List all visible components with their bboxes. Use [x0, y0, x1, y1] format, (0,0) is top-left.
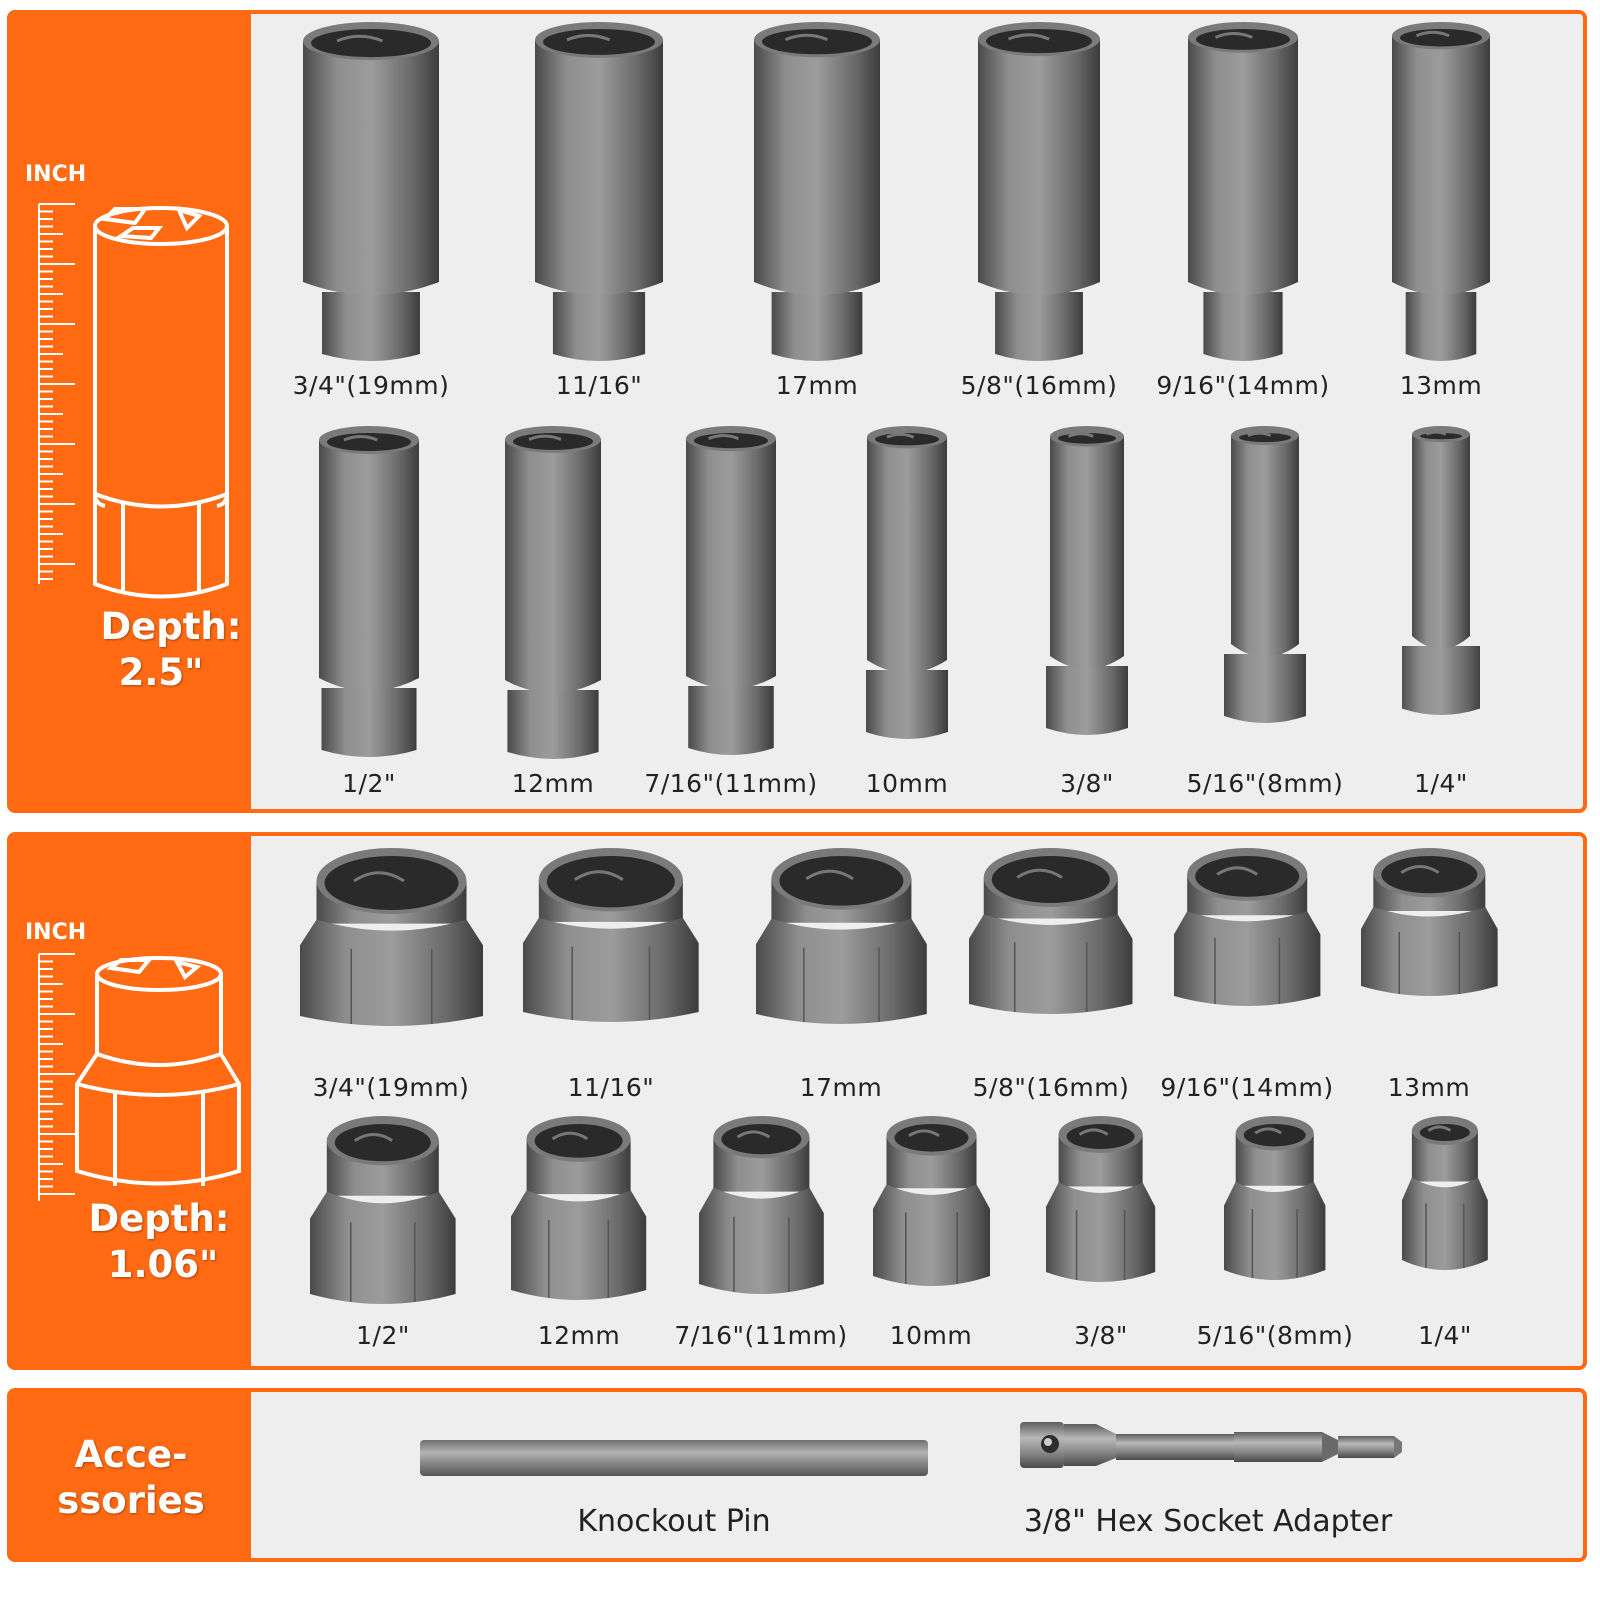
long-socket-5	[1188, 22, 1298, 361]
long-socket-panel: INCH Depth: 2.5" 3/4"(19mm) 11/16" 17mm 5/8…	[7, 10, 1587, 813]
size-label: 13mm	[1387, 1073, 1471, 1102]
size-label: 7/16"(11mm)	[644, 769, 818, 798]
short-socket-2	[523, 848, 699, 1022]
long-ruler-icon	[38, 203, 229, 599]
short-socket-3	[755, 848, 927, 1024]
short-socket-9	[698, 1116, 824, 1294]
size-label: 11/16"	[567, 1073, 655, 1102]
size-label: 10mm	[865, 769, 949, 798]
size-label: 5/8"(16mm)	[960, 371, 1118, 400]
short-depth-value: 1.06"	[107, 1243, 219, 1286]
short-socket-5	[1173, 848, 1321, 1006]
knockout-pin-label: Knockout Pin	[577, 1504, 771, 1539]
size-label: 1/2"	[356, 1321, 410, 1350]
long-socket-12	[1224, 426, 1306, 723]
knockout-pin-icon	[420, 1440, 928, 1476]
size-label: 9/16"(14mm)	[1156, 371, 1330, 400]
long-socket-13	[1402, 426, 1480, 715]
size-label: 17mm	[799, 1073, 883, 1102]
long-socket-2	[535, 22, 663, 361]
short-socket-13	[1402, 1116, 1488, 1270]
long-unit-label: INCH	[25, 162, 87, 187]
long-socket-7	[319, 426, 419, 757]
size-label: 3/4"(19mm)	[292, 371, 450, 400]
size-label: 5/8"(16mm)	[972, 1073, 1130, 1102]
size-label: 17mm	[775, 371, 859, 400]
short-socket-panel: INCH Depth: 1.06" 3/4"(19mm) 11/16" 17mm 5/…	[7, 832, 1587, 1370]
long-socket-10	[866, 426, 948, 739]
long-socket-4	[978, 22, 1100, 361]
long-socket-9	[686, 426, 776, 755]
long-depth-value: 2.5"	[118, 651, 204, 694]
size-label: 3/8"	[1060, 769, 1114, 798]
short-socket-1	[299, 848, 483, 1026]
accessories-title-line1: Acce-	[74, 1433, 188, 1476]
accessories-sidebar: Acce- ssories	[11, 1392, 251, 1558]
size-label: 1/4"	[1414, 769, 1468, 798]
size-label: 1/2"	[342, 769, 396, 798]
short-socket-8	[511, 1116, 647, 1300]
long-socket-11	[1046, 426, 1128, 735]
short-unit-label: INCH	[25, 920, 87, 945]
size-label: 5/16"(8mm)	[1186, 769, 1344, 798]
hex-adapter-label: 3/8" Hex Socket Adapter	[1023, 1504, 1393, 1539]
size-label: 5/16"(8mm)	[1196, 1321, 1354, 1350]
long-sidebar: INCH Depth: 2.5"	[11, 14, 251, 809]
size-label: 3/8"	[1074, 1321, 1128, 1350]
size-label: 10mm	[889, 1321, 973, 1350]
hex-socket-adapter-icon	[1020, 1422, 1402, 1468]
accessories-title-line2: ssories	[57, 1479, 205, 1522]
short-sidebar: INCH Depth: 1.06"	[11, 836, 251, 1366]
long-socket-1	[303, 22, 439, 361]
size-label: 11/16"	[555, 371, 643, 400]
size-label: 3/4"(19mm)	[312, 1073, 470, 1102]
short-depth-title: Depth:	[88, 1197, 230, 1240]
size-label: 7/16"(11mm)	[674, 1321, 848, 1350]
size-label: 12mm	[511, 769, 595, 798]
long-socket-3	[754, 22, 880, 361]
long-socket-8	[505, 426, 601, 759]
size-label: 12mm	[537, 1321, 621, 1350]
size-label: 13mm	[1399, 371, 1483, 400]
size-label: 9/16"(14mm)	[1160, 1073, 1334, 1102]
long-socket-6	[1392, 22, 1490, 361]
short-socket-6	[1360, 848, 1498, 996]
short-ruler-icon	[38, 953, 241, 1201]
short-socket-12	[1224, 1116, 1326, 1280]
accessories-panel: Acce- ssories Knockout Pin 3/8" Hex Sock…	[7, 1388, 1587, 1562]
short-socket-4	[969, 848, 1133, 1014]
size-label: 1/4"	[1418, 1321, 1472, 1350]
short-socket-10	[872, 1116, 990, 1286]
short-socket-7	[310, 1116, 456, 1304]
short-socket-11	[1046, 1116, 1156, 1282]
long-depth-title: Depth:	[100, 605, 242, 648]
